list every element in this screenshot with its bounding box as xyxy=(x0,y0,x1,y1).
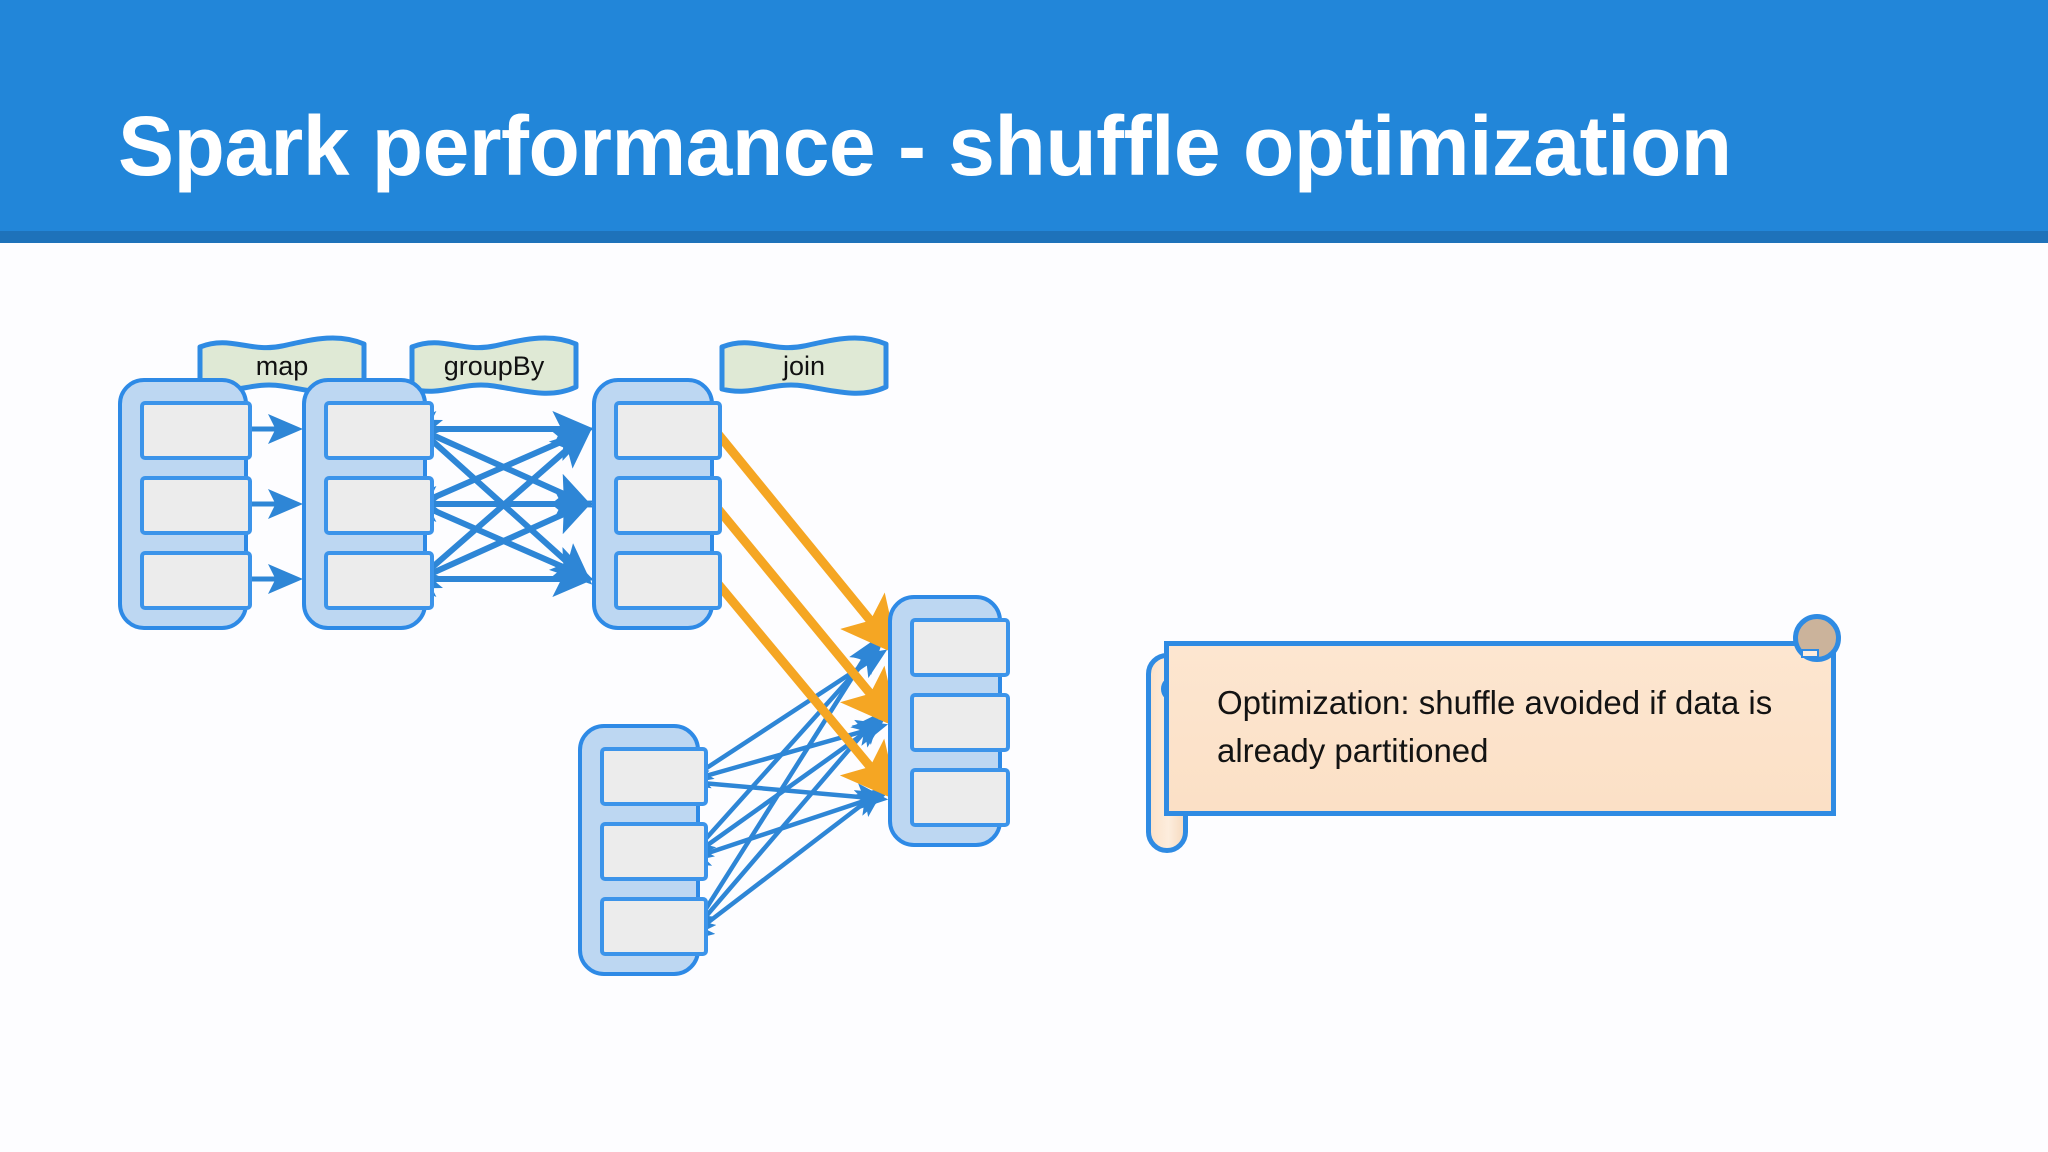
title-banner: Spark performance - shuffle optimization xyxy=(0,0,2048,243)
ribbon-label-map: map xyxy=(255,350,309,381)
edge-group-join-partitioned xyxy=(710,426,899,802)
edge-shuffle-1-3 xyxy=(403,414,593,585)
edge-join-shuffle-2-3 xyxy=(678,790,888,866)
partition xyxy=(600,897,708,956)
ribbon-groupBy: groupBy xyxy=(404,331,584,401)
partition xyxy=(140,551,252,610)
partition xyxy=(324,551,434,610)
scroll-curl-right-notch-icon xyxy=(1801,649,1819,658)
optimization-note: Optimization: shuffle avoided if data is… xyxy=(1146,614,1841,853)
partition xyxy=(910,618,1010,677)
partition xyxy=(600,747,708,806)
note-body: Optimization: shuffle avoided if data is… xyxy=(1164,641,1836,816)
ribbon-label-join: join xyxy=(782,350,826,381)
edge-join-shuffle-3-1 xyxy=(688,637,878,937)
partition xyxy=(910,768,1010,827)
page-title: Spark performance - shuffle optimization xyxy=(118,99,1732,193)
rdd-joined xyxy=(888,595,1010,847)
edge-join-direct-1 xyxy=(710,426,899,656)
ribbon-label-groupby: groupBy xyxy=(443,350,545,381)
rdd-grouped xyxy=(592,378,722,630)
edge-group-join-shuffle xyxy=(676,637,889,943)
rdd-other xyxy=(578,724,708,976)
ribbon-shape-groupby xyxy=(409,335,579,396)
edge-join-direct-3 xyxy=(710,576,899,802)
partition xyxy=(614,401,722,460)
partition xyxy=(614,476,722,535)
ribbon-shape-join xyxy=(719,335,889,396)
rdd-source xyxy=(118,378,252,630)
partition xyxy=(910,693,1010,752)
partition xyxy=(324,401,434,460)
partition xyxy=(324,476,434,535)
diagram-area: map groupBy join xyxy=(0,243,2048,1152)
partition xyxy=(614,551,722,610)
connector-layer xyxy=(248,411,899,943)
rdd-mapped xyxy=(302,378,434,630)
partition xyxy=(140,401,252,460)
partition xyxy=(600,822,708,881)
edge-join-direct-2 xyxy=(710,501,899,729)
partition xyxy=(140,476,252,535)
edge-join-shuffle-3-3 xyxy=(681,787,886,943)
edge-group-map xyxy=(248,414,304,594)
note-text: Optimization: shuffle avoided if data is… xyxy=(1217,684,1773,770)
ribbon-join: join xyxy=(714,331,894,401)
edge-group-shuffle xyxy=(394,411,595,597)
